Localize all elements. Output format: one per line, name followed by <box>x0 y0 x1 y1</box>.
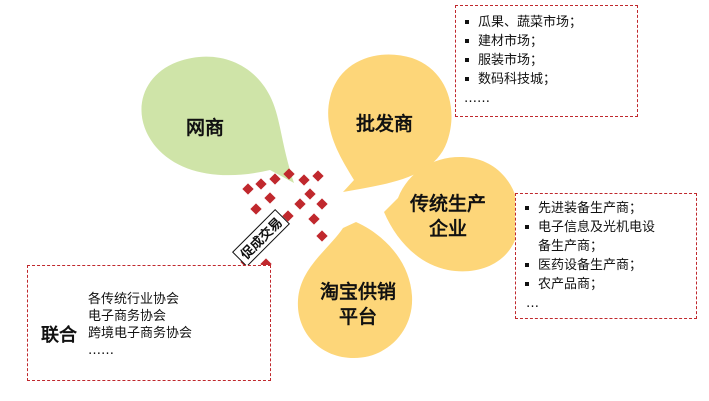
label-pifashang-text: 批发商 <box>356 113 414 135</box>
label-wangshang: 网商 <box>186 116 224 141</box>
list-item: 建材市场； <box>460 32 629 51</box>
list-item-continuation: 备生产商； <box>538 239 604 254</box>
alliance-line: 各传统行业协会 <box>88 292 180 307</box>
label-chuantong-line1: 传统生产 <box>410 193 487 215</box>
wholesale-ellipsis: …… <box>464 91 490 106</box>
wholesale-list: 瓜果、蔬菜市场； 建材市场； 服装市场； 数码科技城； <box>460 13 629 89</box>
box-wholesale-markets: 瓜果、蔬菜市场； 建材市场； 服装市场； 数码科技城； …… <box>455 5 638 117</box>
manufacturer-ellipsis: … <box>526 296 539 311</box>
alliance-ellipsis: …… <box>88 343 114 358</box>
box-alliance: 联合 各传统行业协会 电子商务协会 跨境电子商务协会 …… <box>27 265 271 381</box>
label-taobao-line2: 平台 <box>339 306 378 328</box>
drop-pifashang <box>328 54 452 192</box>
list-item: 数码科技城； <box>460 70 629 89</box>
list-item: 农产品商； <box>520 275 688 294</box>
drop-wangshang <box>141 56 294 183</box>
alliance-line: 跨境电子商务协会 <box>88 326 193 341</box>
label-pifashang: 批发商 <box>356 112 413 137</box>
label-taobao-line1: 淘宝供销 <box>320 281 397 303</box>
list-item: 先进装备生产商； <box>520 199 688 218</box>
alliance-lines: 各传统行业协会 电子商务协会 跨境电子商务协会 …… <box>88 291 192 359</box>
list-item: 电子信息及光机电设 <box>520 218 688 237</box>
drop-taobao <box>297 222 413 358</box>
label-taobao: 淘宝供销 平台 <box>320 280 396 330</box>
drop-chuantong <box>384 157 520 272</box>
center-tag: 促成交易 <box>232 209 290 267</box>
list-item: 医药设备生产商； <box>520 256 688 275</box>
label-wangshang-text: 网商 <box>186 117 225 139</box>
manufacturer-list: 先进装备生产商； 电子信息及光机电设 备生产商； 医药设备生产商； 农产品商； <box>520 199 688 294</box>
box-manufacturers: 先进装备生产商； 电子信息及光机电设 备生产商； 医药设备生产商； 农产品商； … <box>515 193 697 319</box>
list-item: 瓜果、蔬菜市场； <box>460 13 629 32</box>
label-chuantong: 传统生产 企业 <box>410 192 486 242</box>
label-chuantong-line2: 企业 <box>429 218 468 240</box>
alliance-title: 联合 <box>41 325 77 346</box>
alliance-line: 电子商务协会 <box>88 309 167 324</box>
list-item: 服装市场； <box>460 51 629 70</box>
center-tag-label: 促成交易 <box>237 215 286 264</box>
